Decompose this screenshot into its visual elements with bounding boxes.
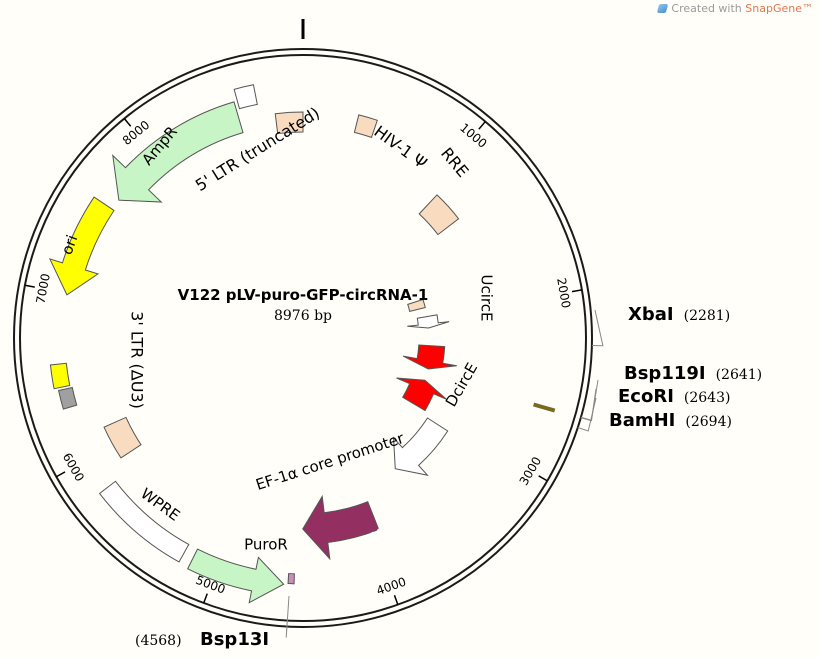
- tick-2000: [571, 289, 583, 293]
- feature-ampr[interactable]: [112, 101, 244, 203]
- feature-segment-13[interactable]: [57, 386, 78, 410]
- feature-puror[interactable]: [187, 548, 285, 604]
- feature-dcirce[interactable]: [396, 377, 448, 412]
- site-pos-ecori: (2643): [684, 390, 731, 406]
- tick-6000: [55, 471, 66, 478]
- junction-marker: [533, 402, 556, 413]
- site-pos-bsp13i: (4568): [135, 633, 182, 649]
- site-line-xbai: [591, 309, 604, 347]
- feature-label-hiv-1: HIV-1 Ψ: [371, 122, 431, 173]
- site-name-bsp13i[interactable]: Bsp13I: [200, 629, 269, 650]
- tick-5000: [203, 593, 208, 604]
- watermark-brand: SnapGene™: [745, 2, 813, 15]
- tick-label-4000: 4000: [375, 575, 408, 598]
- backbone: [13, 19, 593, 628]
- tick-label-8000: 8000: [120, 118, 153, 148]
- site-name-xbai[interactable]: XbaI: [628, 304, 674, 325]
- feature-label-ucirce: UcircE: [478, 275, 496, 322]
- tick-4000: [393, 594, 399, 605]
- feature-hiv-1[interactable]: [353, 114, 378, 139]
- site-pos-xbai: (2281): [684, 308, 731, 324]
- feature-rre[interactable]: [418, 194, 460, 236]
- tick-label-6000: 6000: [60, 450, 87, 483]
- feature-segment-17[interactable]: [233, 84, 258, 110]
- feature-label-ori: ori: [58, 233, 82, 257]
- features: [48, 84, 460, 604]
- site-name-bsp119i[interactable]: Bsp119I: [624, 363, 706, 384]
- feature-ori[interactable]: [48, 196, 115, 296]
- feature-5-ltr-truncated[interactable]: [274, 111, 304, 135]
- tick-label-2000: 2000: [554, 277, 573, 309]
- tick-label-7000: 7000: [33, 272, 52, 305]
- feature-label-3-ltr-u3: 3' LTR (ΔU3): [128, 311, 147, 409]
- feature-label-puror: PuroR: [244, 536, 288, 554]
- site-pos-bsp119i: (2641): [716, 367, 763, 383]
- site-name-ecori[interactable]: EcoRI: [618, 386, 674, 407]
- restriction-sites: XbaI (2281) Bsp119I (2641) EcoRI (2643) BamHI (…: [135, 304, 762, 650]
- feature-3-ltr-u3[interactable]: [103, 416, 142, 459]
- tick-1000: [478, 121, 486, 130]
- tick-label-1000: 1000: [457, 121, 489, 151]
- site-pos-bamhi: (2694): [685, 414, 732, 430]
- site-line-ecori: [580, 388, 597, 422]
- feature-segment-3[interactable]: [407, 298, 426, 313]
- feature-ucirce[interactable]: [407, 314, 450, 329]
- feature-wpre[interactable]: [98, 480, 190, 563]
- tick-8000: [123, 118, 132, 127]
- plasmid-name: V122 pLV-puro-GFP-circRNA-1: [178, 286, 429, 304]
- tick-3000: [538, 475, 548, 482]
- feature-segment-14[interactable]: [49, 362, 71, 390]
- feature-segment-5[interactable]: [402, 344, 457, 370]
- site-line-bsp13i: [285, 595, 290, 638]
- feature-copgfp[interactable]: [302, 494, 380, 561]
- feature-segment-9[interactable]: [287, 573, 295, 585]
- feature-label-copgfp: copGFP: [365, 503, 423, 545]
- site-name-bamhi[interactable]: BamHI: [609, 410, 675, 431]
- feature-ef-1-core-promoter[interactable]: [392, 417, 449, 476]
- feature-label-rre: RRE: [437, 144, 472, 181]
- site-line-bamhi: [577, 397, 597, 432]
- tick-7000: [24, 284, 35, 288]
- watermark-prefix: Created with: [671, 2, 746, 15]
- plasmid-size: 8976 bp: [274, 308, 332, 324]
- snapgene-logo-icon: [657, 4, 669, 13]
- tick-label-3000: 3000: [517, 454, 545, 487]
- feature-label-ef-1-core-promoter: EF-1α core promoter: [254, 429, 407, 494]
- snapgene-watermark: Created with SnapGene™: [657, 2, 813, 15]
